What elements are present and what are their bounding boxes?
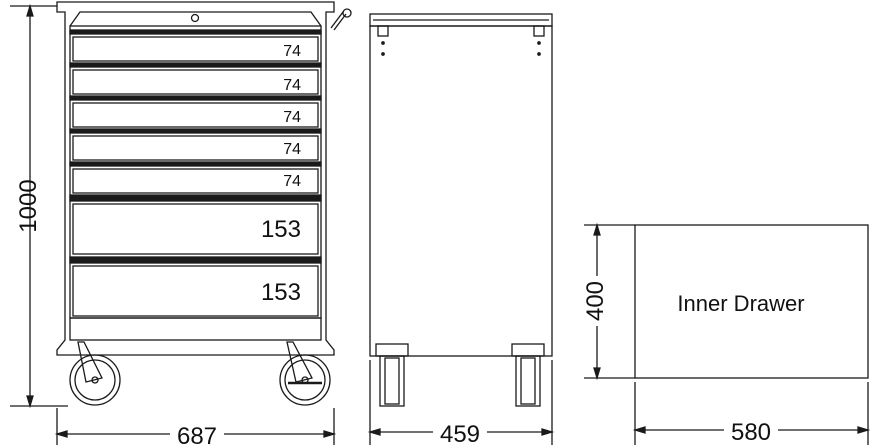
depth-dimension-side (367, 360, 555, 445)
side-body (369, 25, 553, 357)
inner-height-label-gap (585, 276, 609, 326)
inner-drawer-height-label: 400 (582, 281, 609, 321)
drawer-label: 74 (283, 77, 301, 94)
inner-drawer-outline (634, 224, 869, 379)
side-caster-left (375, 343, 409, 407)
width-label-gap-front (170, 424, 224, 444)
drawer-5 (69, 161, 322, 194)
drawer-label: 153 (261, 279, 301, 306)
height-dimension-label: 1000 (15, 179, 42, 232)
drawer-label: 74 (283, 109, 301, 126)
caster-left (69, 341, 121, 406)
drawer-2 (69, 62, 322, 95)
inner-drawer-width-label: 580 (731, 419, 771, 446)
drawer-6 (69, 194, 322, 255)
side-handle (330, 8, 352, 31)
drawer-7 (69, 256, 322, 317)
width-dimension-label-front: 687 (177, 423, 217, 448)
depth-dimension-label: 459 (440, 421, 480, 448)
side-view (367, 13, 555, 445)
cabinet-base (69, 317, 322, 341)
inner-drawer-view (584, 222, 871, 445)
drawer-1 (69, 29, 322, 62)
drawer-label: 74 (283, 141, 301, 158)
drawer-stack (69, 29, 322, 317)
depth-label-gap (433, 422, 487, 442)
drawer-3 (69, 95, 322, 128)
drawer-labels: 74 74 74 74 74 153 153 (261, 43, 301, 306)
top-panel (69, 11, 322, 27)
lock-icon (190, 13, 200, 23)
drawer-label: 74 (283, 43, 301, 60)
inner-width-label-gap (724, 420, 778, 440)
inner-drawer-label: Inner Drawer (677, 291, 804, 316)
caster-right (279, 341, 331, 406)
height-dimension-front (10, 3, 68, 409)
drawer-label: 153 (261, 216, 301, 243)
cabinet-body-outline (56, 1, 335, 356)
front-view (10, 1, 352, 445)
drawer-label: 74 (283, 173, 301, 190)
side-caster-right (511, 343, 545, 407)
drawer-4 (69, 128, 322, 161)
